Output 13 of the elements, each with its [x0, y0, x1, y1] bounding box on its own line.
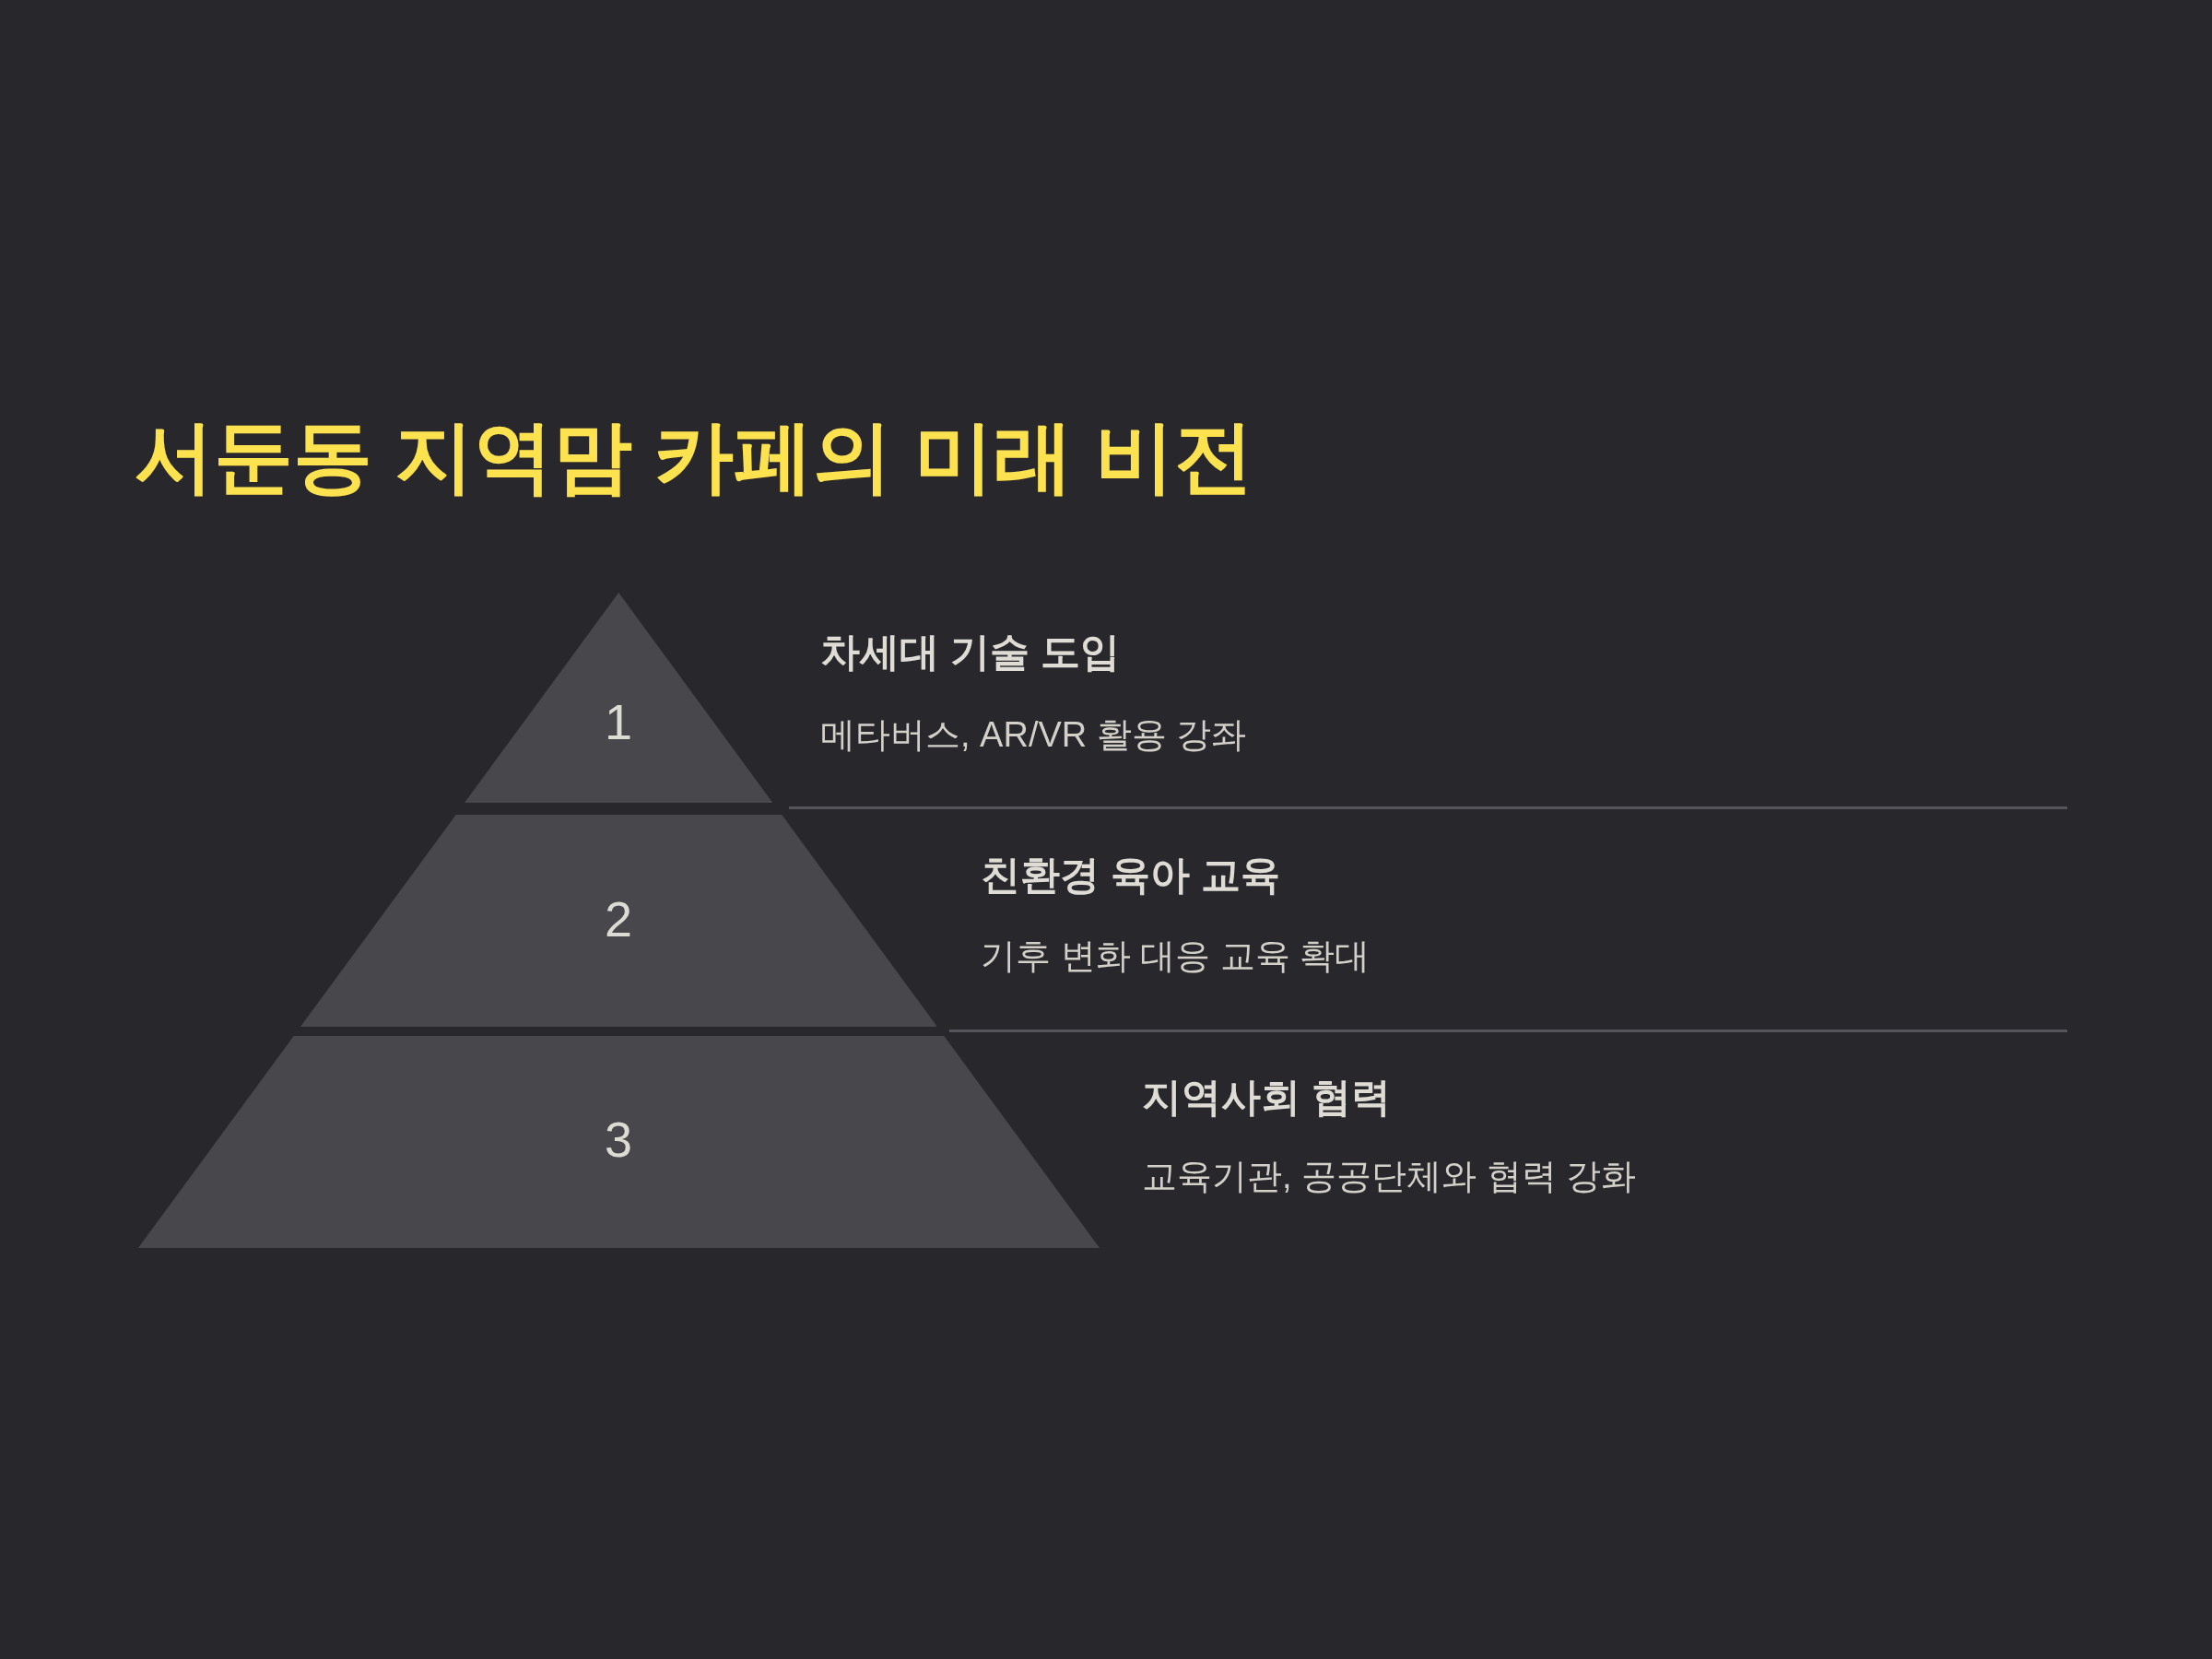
pyramid-tier	[137, 1036, 1100, 1248]
tier-description: 교육기관, 공공단체와 협력 강화	[1142, 1156, 1637, 1198]
pyramid-tier	[300, 815, 937, 1027]
tier-number: 3	[605, 1114, 632, 1164]
tier-number: 2	[604, 894, 632, 944]
tier-description: 메타버스, AR/VR 활용 강좌	[820, 714, 1247, 757]
tier-heading: 지역사회 협력	[1142, 1074, 1391, 1122]
pyramid-tier	[464, 593, 773, 803]
tier-heading: 차세대 기술 도입	[820, 629, 1120, 677]
tier-description: 기후 변화 대응 교육 확대	[981, 935, 1371, 978]
tier-heading: 친환경 육아 교육	[981, 852, 1280, 900]
title: 서둔동 지역맘 카페의 미래 비전	[135, 412, 1253, 500]
tier-number: 1	[604, 697, 632, 747]
